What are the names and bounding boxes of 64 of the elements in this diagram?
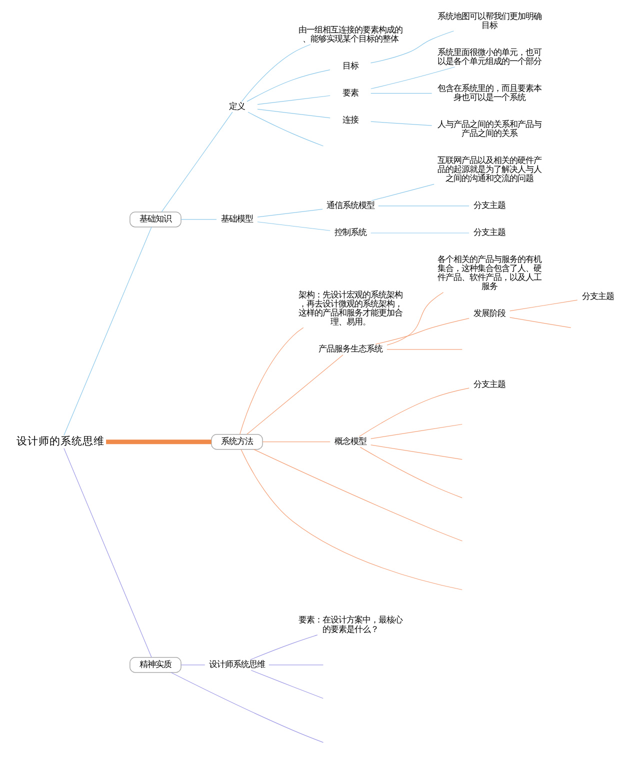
node-text: 分支主题 — [473, 227, 506, 238]
node-text: 包含在系统里的，而且要素本身也可以是一个系统 — [437, 82, 542, 102]
connector — [170, 672, 324, 743]
node-text: 分支主题 — [473, 200, 506, 210]
node-text: 设计师系统思维 — [208, 659, 265, 670]
node-box: 系统方法 — [211, 434, 263, 450]
node-text: 发展阶段 — [473, 308, 506, 318]
node-box: 精神实质 — [130, 657, 182, 673]
node-text: 要素 — [342, 87, 358, 98]
connector — [370, 232, 470, 234]
connector — [370, 30, 454, 64]
connector — [64, 448, 152, 658]
node-text: 设计师的系统思维 — [16, 436, 104, 448]
connector — [268, 664, 324, 666]
connector — [375, 318, 470, 344]
node-text: 连接 — [342, 114, 358, 124]
node-text: 产品服务生态系统 — [318, 344, 382, 354]
node-text: 系统里面很微小的单元，也可以是各个单元组成的一个部分 — [437, 46, 542, 66]
connector — [257, 208, 323, 218]
node-text: 通信系统模型 — [326, 200, 374, 210]
connector — [246, 70, 330, 102]
connector — [240, 449, 462, 590]
connector — [370, 92, 432, 94]
connector — [386, 292, 444, 346]
connector — [248, 112, 324, 146]
node-text: 人与产品之间的关系和产品与产品之间的关系 — [437, 118, 542, 138]
connector — [64, 226, 152, 436]
node-text: 要素：在设计方案中，最核心的要素是什么？ — [298, 614, 402, 634]
node-box: 基础知识 — [130, 212, 182, 228]
node-text: 控制系统 — [334, 227, 366, 238]
connector — [370, 424, 462, 440]
connector — [161, 112, 233, 212]
connector — [257, 222, 330, 231]
connector — [371, 184, 434, 201]
connector — [180, 219, 217, 220]
connector — [240, 327, 304, 434]
connector — [253, 449, 463, 542]
node-text: 各个相关的产品与服务的有机集合，这种集合包含了人、硬件产品、软件产品，以及人工服务 — [437, 254, 542, 292]
connector — [359, 388, 470, 437]
node-text: 系统地图可以帮我们更加明确目标 — [437, 10, 542, 30]
node-text: 定义 — [228, 100, 245, 111]
connector — [246, 354, 344, 435]
connector — [370, 66, 456, 90]
connector — [257, 95, 330, 105]
connector — [386, 349, 462, 350]
connector — [257, 108, 330, 118]
node-text: 架构：先设计宏观的系统架构，再去设计微观的系统架构，这样的产品和服务才能更加合理、易用。 — [298, 289, 402, 326]
connector — [250, 670, 324, 699]
node-text: 目标 — [342, 60, 358, 70]
connector — [370, 121, 432, 126]
connector — [250, 634, 318, 660]
node-text: 基础模型 — [220, 214, 253, 224]
node-text: 分支主题 — [582, 290, 614, 301]
connector — [360, 446, 462, 498]
connector — [510, 317, 572, 328]
node-text: 分支主题 — [473, 378, 506, 389]
connector — [241, 44, 311, 102]
connector — [106, 440, 212, 444]
node-text: 由一组相互连接的要素构成的、能够实现某个目标的整体 — [298, 24, 402, 44]
connector — [370, 444, 462, 460]
node-text: 互联网产品以及相关的硬件产品的起源就是为了解决人与人之间的沟通和交流的问题 — [437, 154, 542, 184]
connector — [180, 664, 206, 666]
node-text: 概念模型 — [334, 436, 366, 446]
connector — [510, 300, 578, 312]
